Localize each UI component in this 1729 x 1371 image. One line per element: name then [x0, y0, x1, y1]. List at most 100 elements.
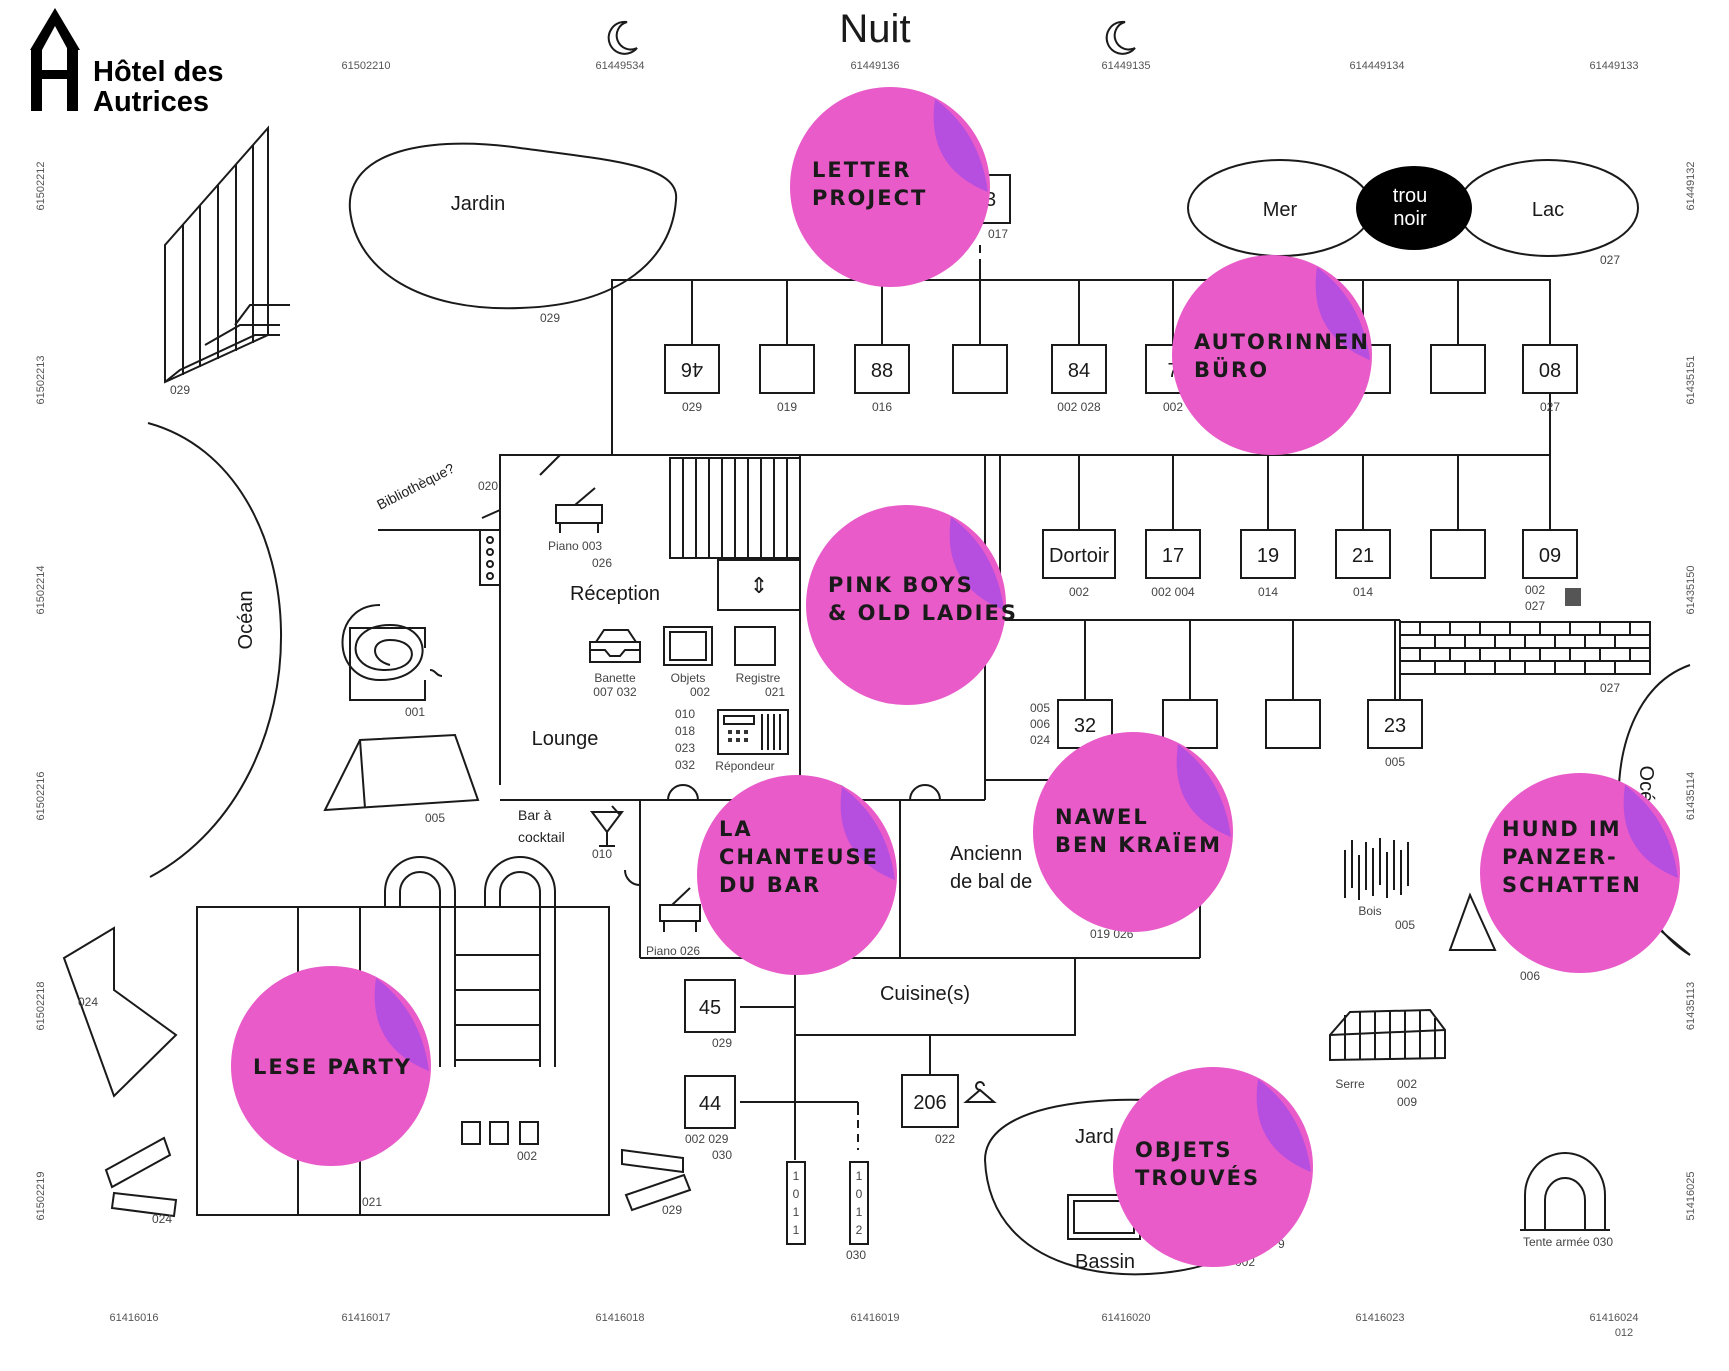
code-label: 61435113 — [1685, 982, 1697, 1030]
registre-label: Registre — [736, 671, 781, 685]
ancien-label-2: de bal de — [950, 871, 1032, 893]
room-box[interactable] — [1162, 620, 1218, 749]
objets-box-icon — [663, 626, 713, 666]
sticker-text: BÜRO — [1194, 357, 1269, 382]
sticker-fold — [949, 517, 1004, 610]
sticker[interactable]: PINK BOYS& OLD LADIES — [806, 505, 1018, 705]
ancienne-salle[interactable]: Ancienn de bal de 019 026 — [950, 843, 1134, 941]
logo[interactable]: Hôtel des Autrices — [30, 8, 224, 118]
room-44-label: 44 — [699, 1093, 721, 1115]
staircase-num: 029 — [170, 383, 190, 397]
room-44[interactable]: 44 002 029 030 — [684, 1075, 736, 1162]
bowtie-num-2: 024 — [152, 1212, 172, 1226]
bois[interactable]: Bois 005 — [1344, 838, 1415, 932]
piano1-num: 026 — [592, 556, 612, 570]
column-1011[interactable]: 1 0 1 1 — [786, 1161, 806, 1245]
room-num-part: 024 — [1030, 733, 1050, 747]
room-45[interactable]: 45 029 — [684, 979, 736, 1050]
bar-cocktail[interactable]: Bar à cocktail 010 Piano 026 — [518, 805, 701, 958]
bois-label: Bois — [1358, 904, 1381, 918]
room-num: 029 — [682, 400, 702, 414]
serre[interactable]: Serre 002 009 — [1329, 1008, 1446, 1109]
brick-wall[interactable]: 027 — [1399, 621, 1651, 695]
reception-area[interactable]: Réception Lounge Piano 003 026 Banette 0… — [532, 487, 789, 773]
room-label: 08 — [1539, 360, 1561, 382]
planks-right[interactable]: 029 — [621, 1148, 692, 1217]
tente-armee[interactable]: Tente armée 030 — [1520, 1152, 1613, 1249]
sticker-text: LESE PARTY — [253, 1055, 412, 1079]
sticker-text: CHANTEUSE — [719, 845, 879, 869]
code-label: 61435150 — [1685, 566, 1697, 615]
room-box[interactable]: 21 014 — [1335, 455, 1391, 599]
sticker-text: LETTER — [812, 158, 911, 182]
repondeur-label: Répondeur — [715, 759, 774, 773]
room-label: 09 — [1539, 545, 1561, 567]
col-digit: 1 — [793, 1205, 800, 1219]
col-digit: 0 — [856, 1187, 863, 1201]
room-num: 014 — [1353, 585, 1373, 599]
serre-num-2: 009 — [1397, 1095, 1417, 1109]
objets-num: 002 — [690, 685, 710, 699]
cocktail-glass-icon — [590, 805, 624, 847]
piano-icon — [659, 887, 701, 932]
code-label: 61449136 — [851, 60, 900, 72]
room-label: 84 — [1068, 360, 1090, 382]
sticker[interactable]: LESE PARTY — [231, 966, 431, 1166]
phone-num: 018 — [675, 724, 695, 738]
room-206[interactable]: 206 022 — [901, 1074, 997, 1146]
ocean-left[interactable]: Océan — [147, 422, 282, 878]
codes-top: 61502210 61449534 61449136 61449135 6144… — [342, 60, 1639, 72]
tent-left[interactable]: 005 — [323, 733, 480, 825]
column-1012[interactable]: 1 0 1 2 030 — [846, 1161, 869, 1262]
room-num: 002 — [1069, 585, 1089, 599]
cube-icon — [1565, 588, 1581, 606]
code-label: 61502212 — [35, 162, 47, 211]
bowtie-shape[interactable]: 024 — [62, 926, 178, 1098]
sticker-fold — [933, 99, 988, 192]
room-box[interactable] — [1430, 280, 1486, 394]
piano-icon — [555, 487, 603, 533]
room-label: 21 — [1352, 545, 1374, 567]
spiral-room[interactable]: 001 — [341, 604, 443, 719]
col-digit: 1 — [793, 1169, 800, 1183]
sticker-text: & OLD LADIES — [828, 601, 1018, 625]
room-box[interactable]: 019 — [759, 280, 815, 414]
pool[interactable]: 002 021 — [196, 856, 610, 1216]
bibliotheque[interactable]: Bibliothèque? 020 — [374, 460, 501, 586]
sticker-fold — [1176, 744, 1231, 837]
room-box[interactable] — [1265, 620, 1321, 749]
mer-lac[interactable]: Mer trou noir Lac 027 — [1187, 159, 1639, 267]
noir-label: noir — [1393, 208, 1427, 230]
wood-barcode-icon — [1344, 838, 1409, 900]
lac-label: Lac — [1532, 199, 1564, 221]
staircase[interactable]: 029 — [164, 125, 290, 397]
tent-right[interactable]: 006 — [1448, 892, 1691, 983]
room-box[interactable] — [1430, 455, 1486, 579]
room-box[interactable] — [952, 280, 1008, 394]
objets-label: Objets — [671, 671, 706, 685]
jardin-top[interactable]: Jardin 029 — [348, 142, 678, 325]
sticker-text: HUND IM — [1502, 817, 1622, 841]
planks-left[interactable]: 024 — [104, 1136, 178, 1226]
code-label: 61416017 — [342, 1312, 391, 1324]
bibliotheque-num: 020 — [478, 479, 498, 493]
room-num-part: 006 — [1030, 717, 1050, 731]
sticker-text: LA — [719, 817, 753, 841]
